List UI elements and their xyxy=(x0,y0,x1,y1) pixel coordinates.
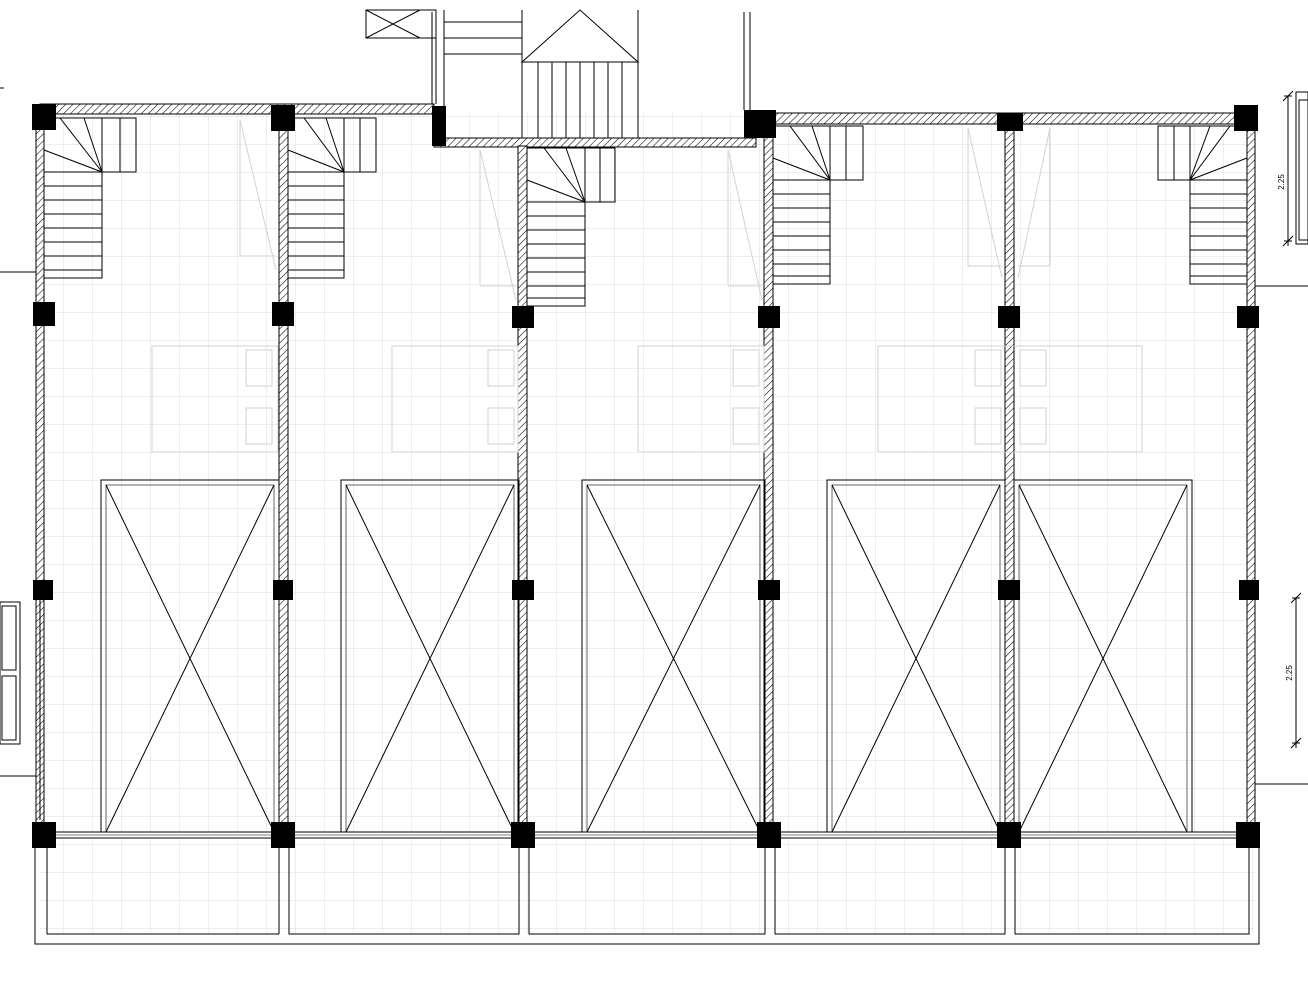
column xyxy=(32,104,56,130)
column xyxy=(273,580,293,600)
dimension-label-bottom: 2.25 xyxy=(1285,665,1294,681)
column xyxy=(432,106,446,146)
column xyxy=(744,110,776,138)
column xyxy=(998,580,1020,600)
front-wall xyxy=(43,831,1253,839)
column xyxy=(758,306,780,328)
column xyxy=(272,302,294,326)
column xyxy=(271,105,295,131)
column xyxy=(997,113,1023,131)
right-window xyxy=(1255,91,1308,785)
dimension-lines xyxy=(1282,90,1302,749)
partition-walls xyxy=(35,115,1256,833)
column xyxy=(1236,822,1260,848)
column xyxy=(998,306,1020,328)
column xyxy=(757,822,781,848)
left-window xyxy=(0,271,41,820)
column xyxy=(512,580,534,600)
column xyxy=(271,822,295,848)
column xyxy=(33,302,55,326)
column xyxy=(1237,306,1259,328)
column xyxy=(512,306,534,328)
floor-tile-grid xyxy=(40,112,1254,934)
common-stairwell xyxy=(0,9,751,138)
structural-columns xyxy=(32,104,1260,848)
furniture-ghost xyxy=(151,119,1143,453)
dimension-label-top: 2.25 xyxy=(1277,174,1286,190)
garage-bays xyxy=(100,479,1193,833)
column xyxy=(758,580,780,600)
column xyxy=(511,822,535,848)
terrace-strip xyxy=(34,842,1260,945)
column xyxy=(1239,580,1259,600)
staircases xyxy=(43,117,1248,307)
column xyxy=(32,822,56,848)
column xyxy=(33,580,53,600)
column xyxy=(997,822,1021,848)
column xyxy=(1234,105,1258,131)
